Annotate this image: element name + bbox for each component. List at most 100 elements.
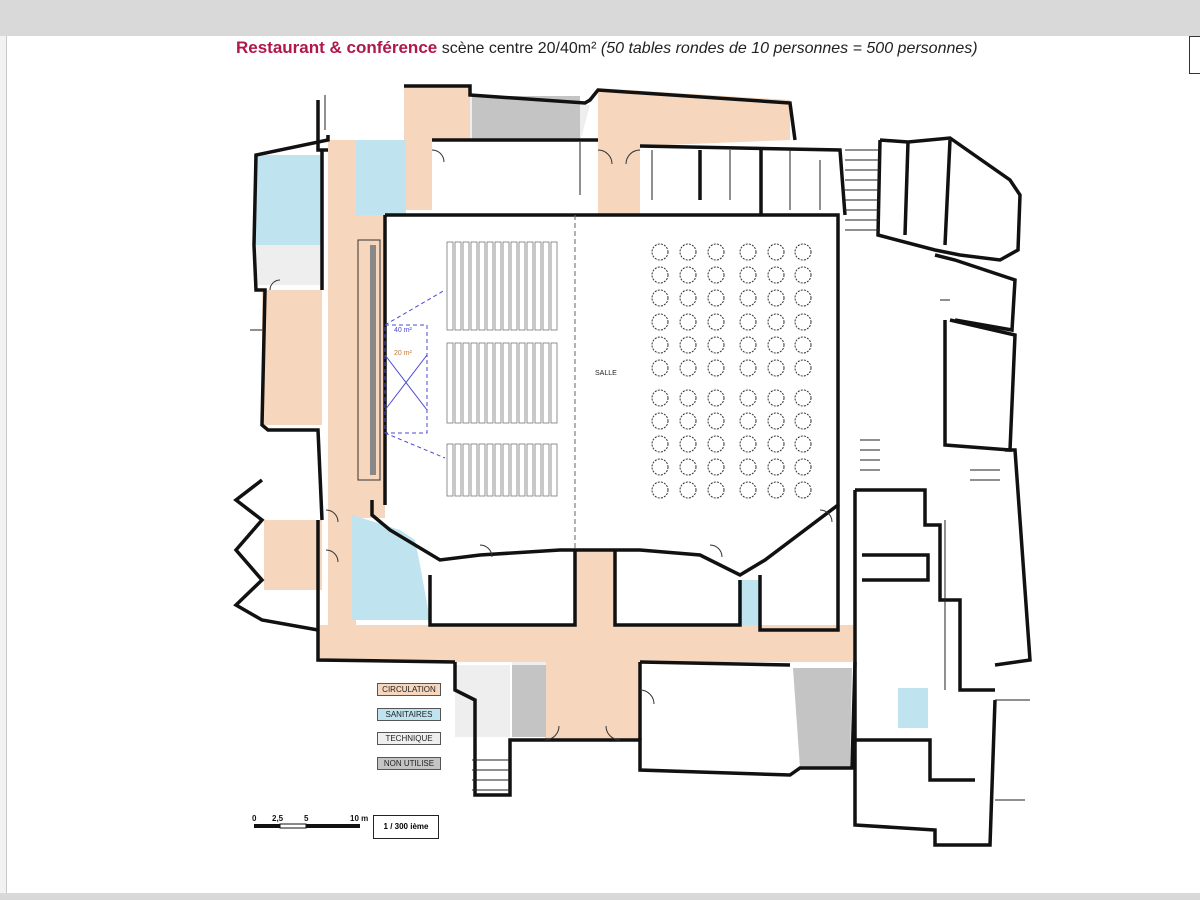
chair-row (550, 241, 558, 331)
scroll-handle[interactable] (1189, 36, 1200, 74)
left-edge (0, 36, 7, 894)
round-table (679, 458, 697, 476)
chair-row (526, 342, 534, 424)
round-table (707, 359, 725, 377)
chair-row (550, 342, 558, 424)
title-brand: Restaurant & conférence (236, 38, 438, 57)
chair-row (526, 443, 534, 497)
scale-bar (254, 823, 360, 829)
scale-mark-5: 5 (304, 814, 309, 823)
chair-row (478, 342, 486, 424)
chair-row (518, 443, 526, 497)
round-table (707, 412, 725, 430)
chair-row (454, 241, 462, 331)
round-table (767, 243, 785, 261)
chair-row (510, 241, 518, 331)
round-table (739, 389, 757, 407)
round-table (794, 313, 812, 331)
chair-row (494, 342, 502, 424)
chair-row (462, 342, 470, 424)
round-table (739, 266, 757, 284)
chair-row (534, 443, 542, 497)
round-table (794, 458, 812, 476)
legend-sanitaires: SANITAIRES (377, 708, 441, 721)
circulation-zones (262, 86, 855, 740)
round-table (651, 389, 669, 407)
round-table (767, 313, 785, 331)
round-table (679, 336, 697, 354)
round-table (794, 266, 812, 284)
scale-mark-10: 10 m (350, 814, 369, 823)
round-table (707, 313, 725, 331)
round-table (679, 389, 697, 407)
legend-circulation: CIRCULATION (377, 683, 441, 696)
round-table (739, 289, 757, 307)
legend-non-utilise: NON UTILISE (377, 757, 441, 770)
round-table (679, 313, 697, 331)
chair-row (462, 443, 470, 497)
salle-label: SALLE (595, 370, 617, 377)
chair-row (510, 443, 518, 497)
chair-row (454, 342, 462, 424)
round-table (707, 458, 725, 476)
unused-zones (472, 96, 852, 768)
round-table (651, 412, 669, 430)
chair-row (494, 443, 502, 497)
chair-row (542, 443, 550, 497)
round-table (739, 243, 757, 261)
round-table (707, 389, 725, 407)
interior-lines (250, 95, 1030, 801)
chair-row (462, 241, 470, 331)
chair-row (478, 443, 486, 497)
scale-mark-0: 0 (252, 814, 257, 823)
round-table (651, 359, 669, 377)
round-table (739, 481, 757, 499)
chair-row (446, 342, 454, 424)
round-table (739, 458, 757, 476)
round-table (707, 481, 725, 499)
scale-mark-2-5: 2,5 (272, 814, 284, 823)
round-table (679, 266, 697, 284)
round-table (651, 458, 669, 476)
round-table (739, 359, 757, 377)
round-table (707, 336, 725, 354)
round-table (767, 412, 785, 430)
round-table (794, 435, 812, 453)
legend-technique: TECHNIQUE (377, 732, 441, 745)
chair-blocks (446, 241, 558, 497)
round-table (679, 412, 697, 430)
chair-row (470, 342, 478, 424)
round-table (794, 336, 812, 354)
page-title: Restaurant & conférence scène centre 20/… (236, 38, 978, 58)
stage-area-20-label: 20 m² (394, 350, 412, 357)
round-table (739, 336, 757, 354)
round-table (679, 481, 697, 499)
chair-row (534, 241, 542, 331)
round-table (739, 435, 757, 453)
round-tables (651, 243, 812, 499)
chair-row (486, 241, 494, 331)
chair-row (470, 443, 478, 497)
scale-ratio: 1 / 300 ième (373, 815, 439, 839)
doors (269, 149, 833, 741)
round-table (679, 435, 697, 453)
round-table (794, 412, 812, 430)
round-table (767, 336, 785, 354)
round-table (651, 289, 669, 307)
round-table (794, 389, 812, 407)
round-table (794, 289, 812, 307)
round-table (767, 481, 785, 499)
chair-row (502, 342, 510, 424)
round-table (651, 481, 669, 499)
round-table (707, 435, 725, 453)
round-table (767, 389, 785, 407)
round-table (651, 266, 669, 284)
round-table (767, 266, 785, 284)
round-table (767, 359, 785, 377)
chair-row (510, 342, 518, 424)
chair-row (542, 241, 550, 331)
chair-row (534, 342, 542, 424)
round-table (739, 412, 757, 430)
chair-row (470, 241, 478, 331)
chair-row (446, 241, 454, 331)
